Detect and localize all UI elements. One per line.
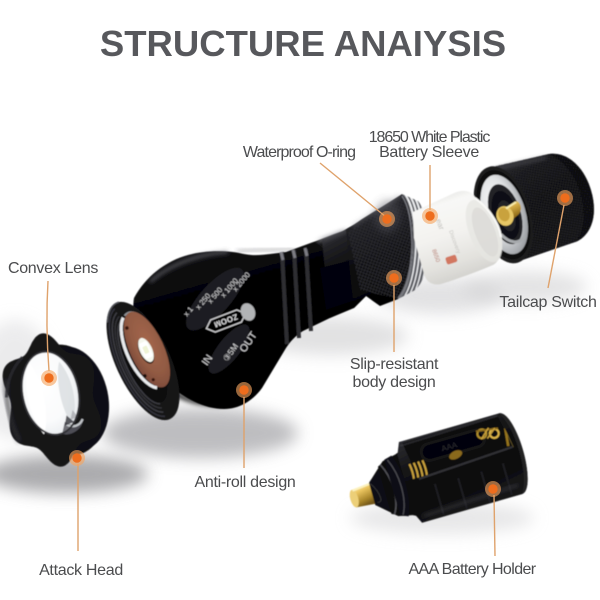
svg-text:Attack Head: Attack Head <box>39 562 123 579</box>
svg-text:AAA Battery Holder: AAA Battery Holder <box>408 561 536 578</box>
svg-text:Battery Sleeve: Battery Sleeve <box>379 144 479 161</box>
svg-text:Tailcap Switch: Tailcap Switch <box>499 294 596 311</box>
svg-text:ear: ear <box>434 218 446 232</box>
svg-text:18650 White Plastic: 18650 White Plastic <box>369 129 491 146</box>
svg-text:Waterproof O-ring: Waterproof O-ring <box>243 144 355 161</box>
svg-text:Convex Lens: Convex Lens <box>8 260 98 277</box>
svg-text:body design: body design <box>353 374 436 391</box>
svg-text:AAA: AAA <box>440 440 459 453</box>
svg-text:8650: 8650 <box>430 249 440 264</box>
svg-text:Slip-resistant: Slip-resistant <box>350 356 439 373</box>
svg-text:Anti-roll design: Anti-roll design <box>194 474 295 491</box>
svg-text:STRUCTURE ANAIYSIS: STRUCTURE ANAIYSIS <box>100 23 506 64</box>
